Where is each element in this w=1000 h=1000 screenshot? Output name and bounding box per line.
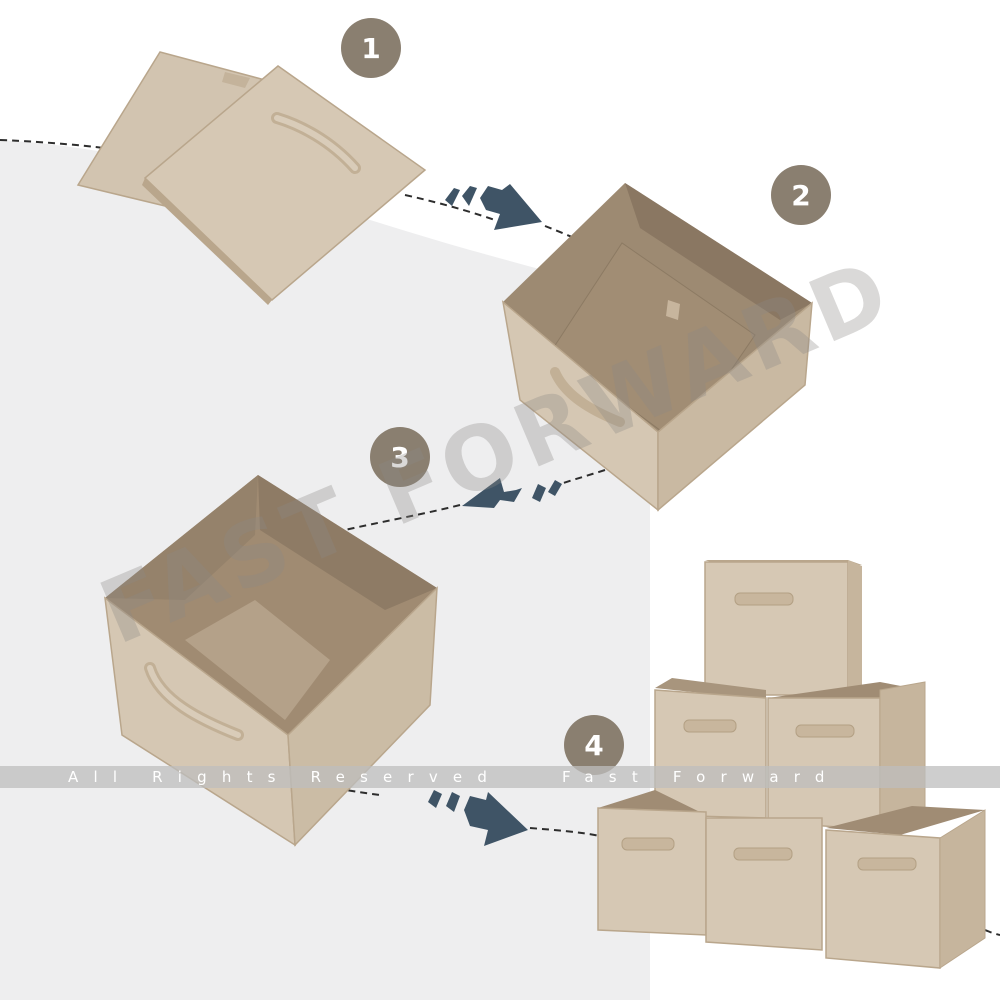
step4-stacked-cubes	[597, 560, 986, 969]
step-number-2: 2	[791, 179, 810, 212]
watermark-strip	[0, 766, 1000, 788]
step2-opening-box	[501, 183, 813, 512]
step1-folded-boxes	[76, 51, 427, 305]
step-number-4: 4	[584, 729, 603, 762]
step-badge-3: 3	[370, 427, 430, 487]
step-badge-2: 2	[771, 165, 831, 225]
watermark-strip-text: All Rights Reserved Fast Forward	[68, 768, 840, 786]
step-badge-4: 4	[564, 715, 624, 775]
step-badge-1: 1	[341, 18, 401, 78]
step-number-3: 3	[390, 441, 409, 474]
arrow-left-icon	[462, 478, 562, 508]
arrow-right-lower-icon	[428, 790, 528, 846]
arrow-right-icon	[445, 184, 542, 230]
step-number-1: 1	[361, 32, 380, 65]
